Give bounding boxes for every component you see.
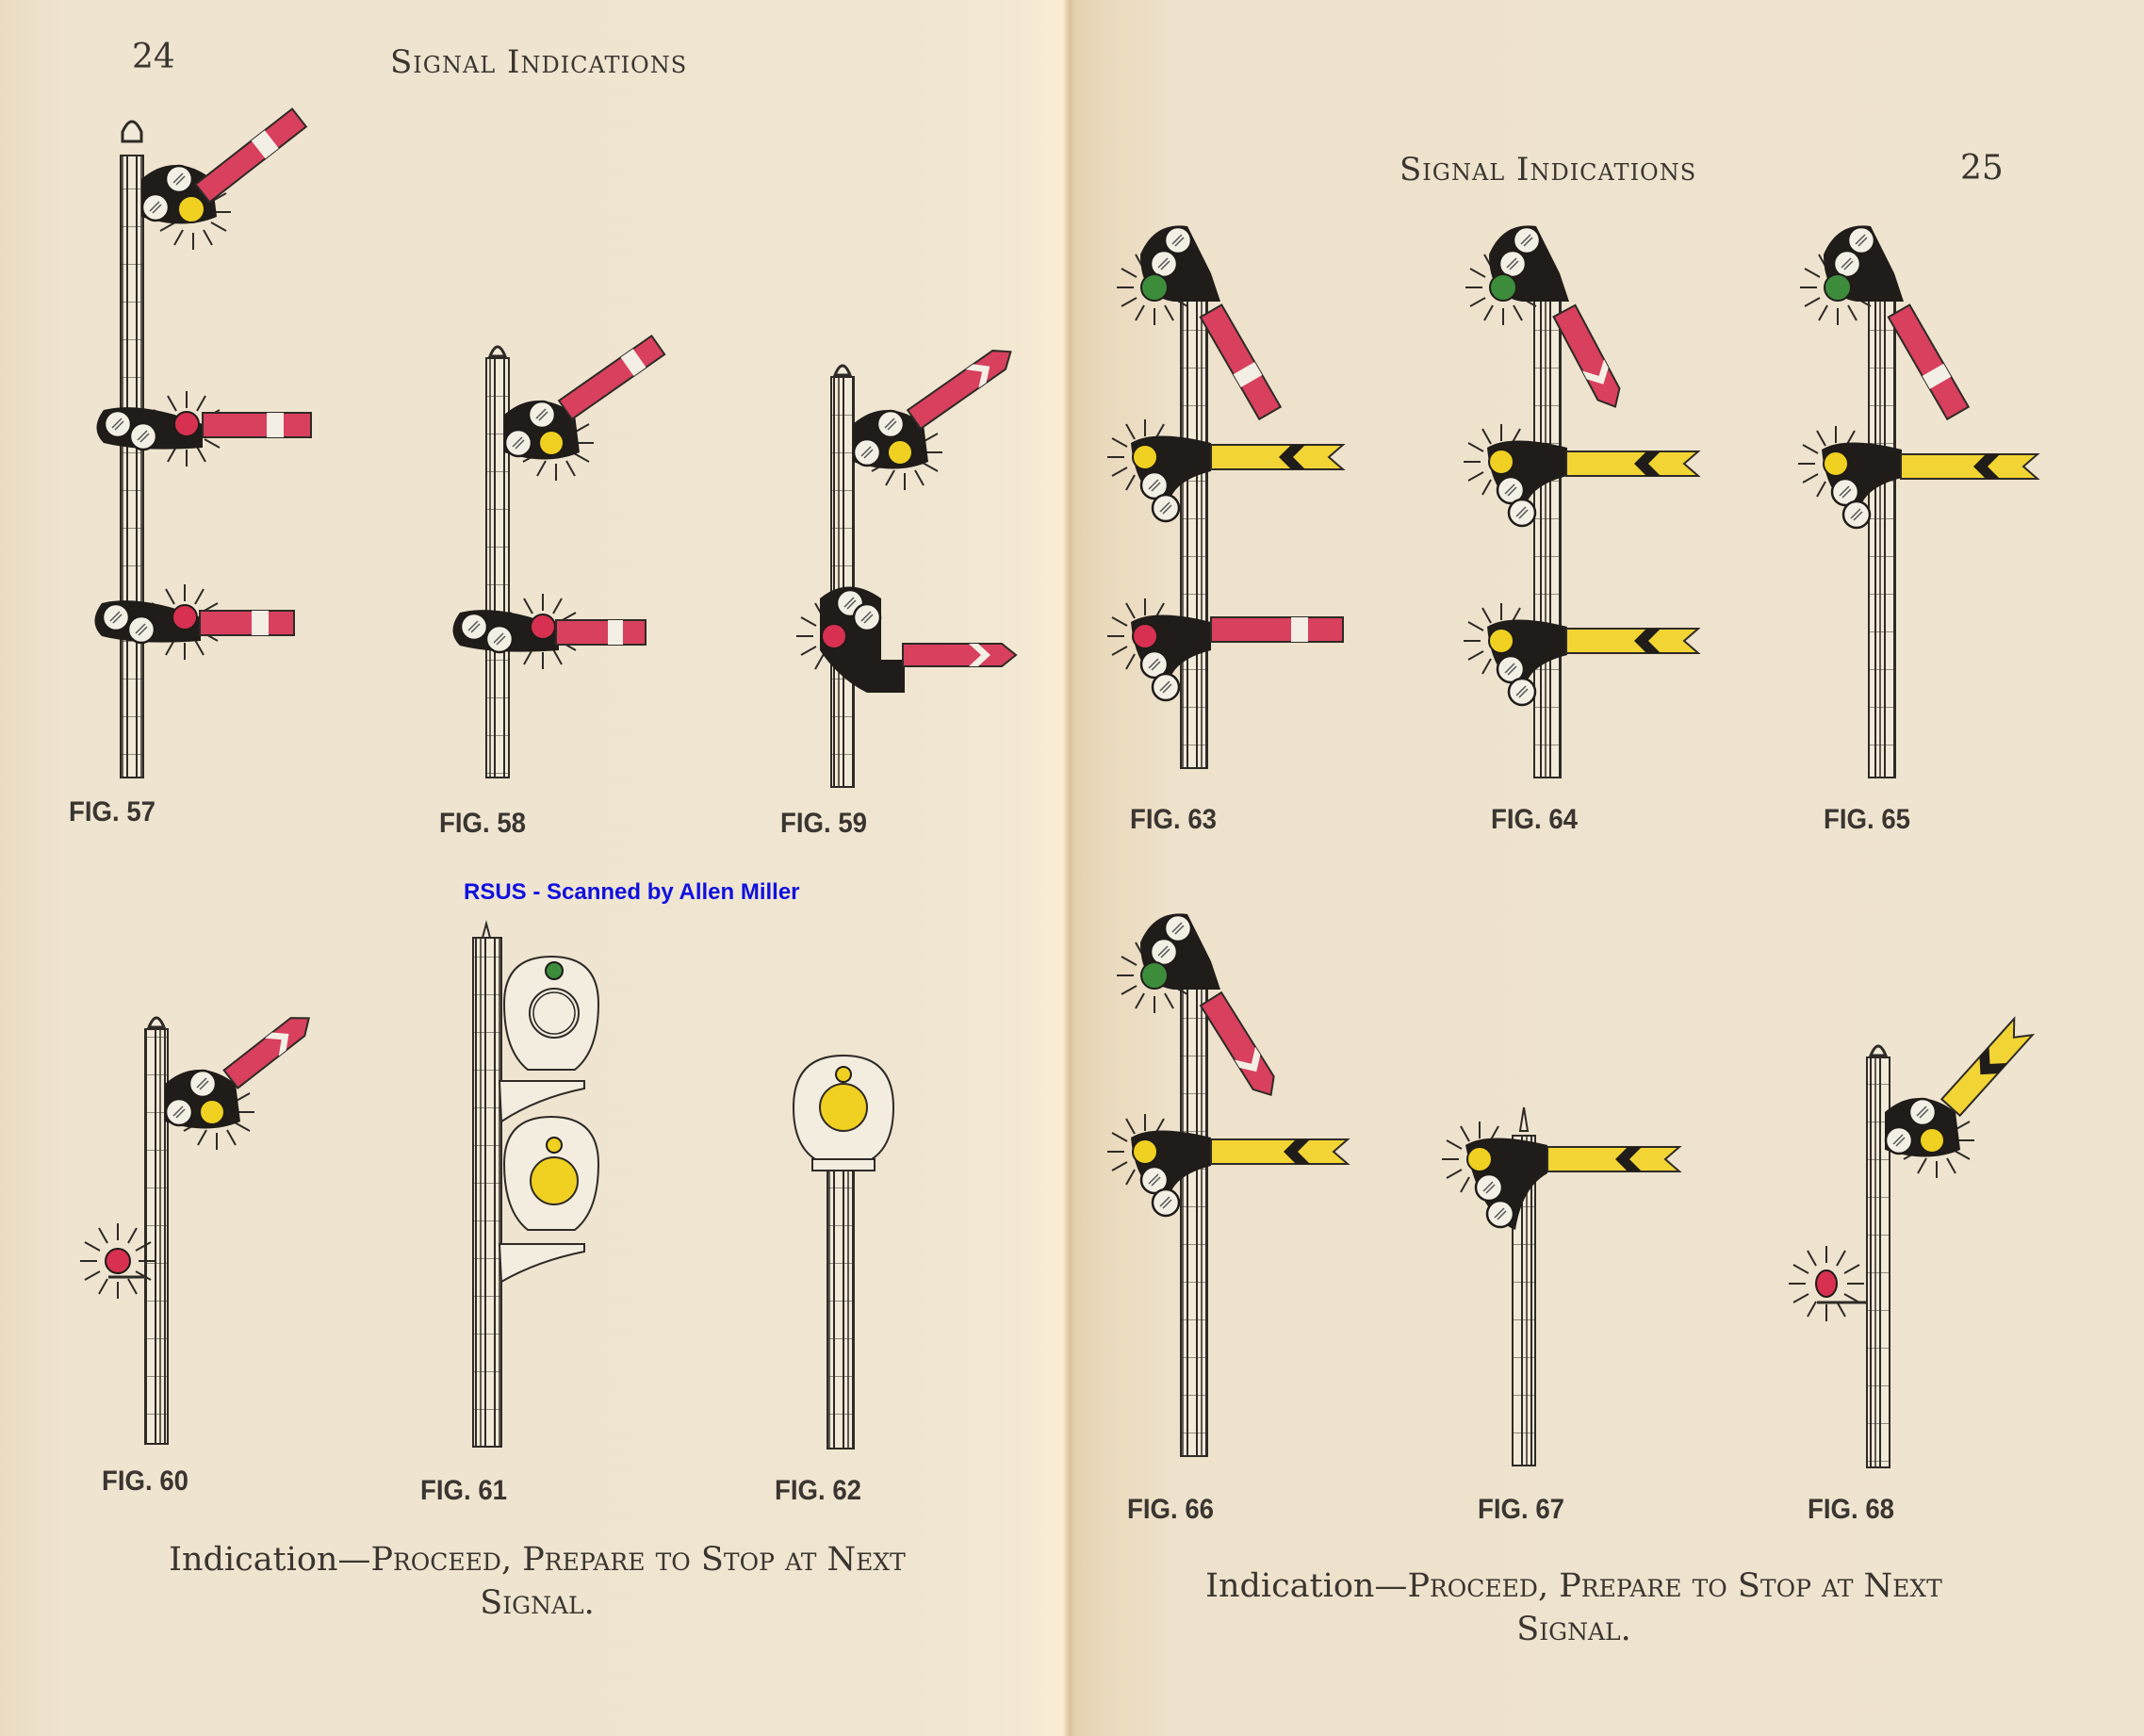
signal-figure-64 — [1463, 225, 1701, 778]
book-gutter — [1063, 0, 1076, 1736]
signal-figure-65 — [1797, 225, 2040, 778]
signal-figure-62 — [792, 1054, 895, 1449]
running-head-right: Signal Indications — [1399, 151, 1697, 188]
caption-right-text: Proceed, Prepare to Stop at Next — [1407, 1567, 1942, 1605]
figure-label-65: FIG. 65 — [1824, 804, 1911, 835]
figure-label-62: FIG. 62 — [775, 1475, 862, 1506]
page-number-left: 24 — [132, 38, 175, 76]
figure-label-61: FIG. 61 — [420, 1475, 508, 1506]
figure-label-68: FIG. 68 — [1808, 1494, 1895, 1525]
caption-left-line2: Signal. — [480, 1584, 595, 1622]
signal-figure-68 — [1788, 1016, 2036, 1468]
signal-figure-59 — [795, 350, 1018, 788]
caption-right: Indication—Proceed, Prepare to Stop at N… — [1131, 1564, 2017, 1651]
figure-label-57: FIG. 57 — [69, 796, 156, 827]
left-page — [0, 0, 1070, 1736]
right-page — [1070, 0, 2144, 1736]
caption-right-line2: Signal. — [1516, 1611, 1631, 1648]
signal-figure-61 — [472, 920, 600, 1448]
page-number-right: 25 — [1960, 149, 2004, 188]
figure-label-60: FIG. 60 — [102, 1466, 189, 1497]
figure-label-64: FIG. 64 — [1491, 804, 1579, 835]
caption-left-text: Proceed, Prepare to Stop at Next — [370, 1541, 906, 1579]
caption-left-prefix: Indication— — [169, 1541, 371, 1579]
signal-figure-66 — [1106, 913, 1350, 1457]
running-head-left: Signal Indications — [390, 43, 688, 81]
signal-figure-63 — [1106, 225, 1346, 769]
scanner-watermark: RSUS - Scanned by Allen Miller — [464, 879, 800, 905]
caption-left: Indication—Proceed, Prepare to Stop at N… — [104, 1538, 971, 1625]
signal-figure-60 — [79, 1016, 311, 1445]
caption-right-prefix: Indication— — [1205, 1567, 1408, 1605]
figure-label-63: FIG. 63 — [1130, 804, 1218, 835]
signal-figure-57 — [94, 107, 312, 778]
figure-label-66: FIG. 66 — [1127, 1494, 1215, 1525]
signal-figure-67 — [1441, 1106, 1682, 1466]
signal-figure-58 — [452, 334, 666, 778]
figure-label-58: FIG. 58 — [439, 808, 527, 839]
figure-label-67: FIG. 67 — [1478, 1494, 1565, 1525]
figure-label-59: FIG. 59 — [780, 808, 868, 839]
